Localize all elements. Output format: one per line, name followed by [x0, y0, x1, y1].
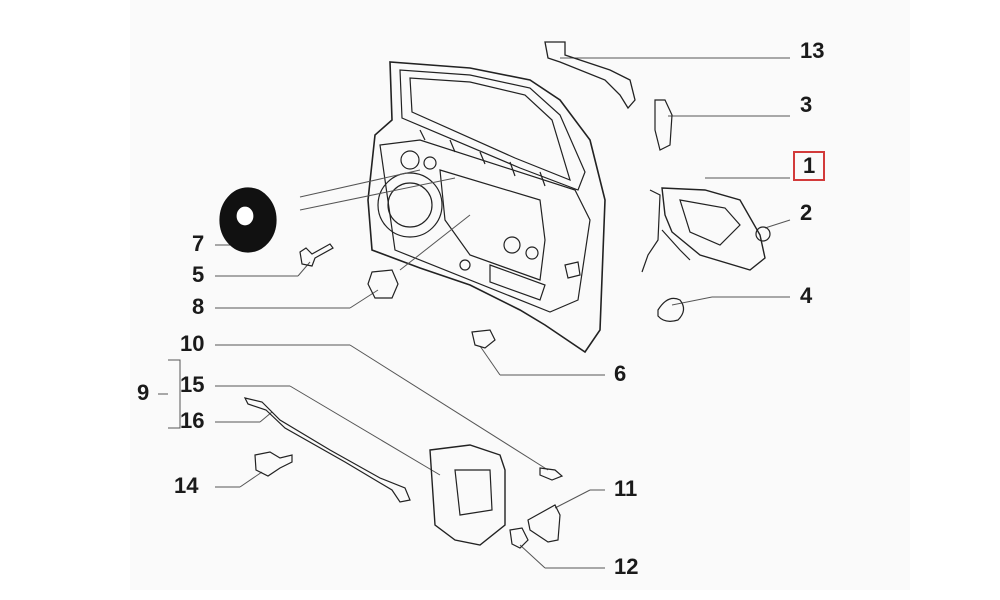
washer-part-7: [219, 187, 277, 253]
callout-16: 16: [180, 408, 205, 433]
lock-mechanism: [429, 444, 506, 546]
callout-5: 5: [192, 262, 205, 287]
callout-11: 11: [614, 476, 638, 501]
callout-15: 15: [180, 372, 205, 397]
callout-8: 8: [192, 294, 205, 319]
callout-7: 7: [192, 231, 205, 256]
callout-1: 1: [793, 151, 826, 181]
door-panel: [367, 61, 606, 354]
callout-9: 9: [137, 380, 150, 405]
screw-part-10: [539, 467, 564, 481]
screw-part-12: [509, 527, 529, 549]
callout-12: 12: [614, 554, 639, 579]
callout-4: 4: [800, 283, 813, 308]
cap-part-4: [657, 297, 685, 322]
bolt-part-5: [299, 243, 334, 267]
clip-part-6: [471, 329, 496, 349]
rod-part-13: [544, 41, 636, 110]
cable-part-16: [243, 397, 411, 503]
callout-2: 2: [800, 200, 813, 225]
diagram-background: [130, 0, 910, 590]
callout-14: 14: [174, 473, 199, 498]
callout-13: 13: [800, 38, 825, 63]
grommet-part-8: [367, 269, 399, 299]
callout-3: 3: [800, 92, 813, 117]
pin-part-14: [254, 451, 293, 477]
striker-part-11: [527, 504, 561, 543]
callout-10: 10: [180, 331, 205, 356]
bracket-part-3: [654, 99, 673, 151]
nut-part-2: [755, 226, 771, 242]
handle-part-1: [641, 187, 766, 273]
callout-6: 6: [614, 361, 627, 386]
